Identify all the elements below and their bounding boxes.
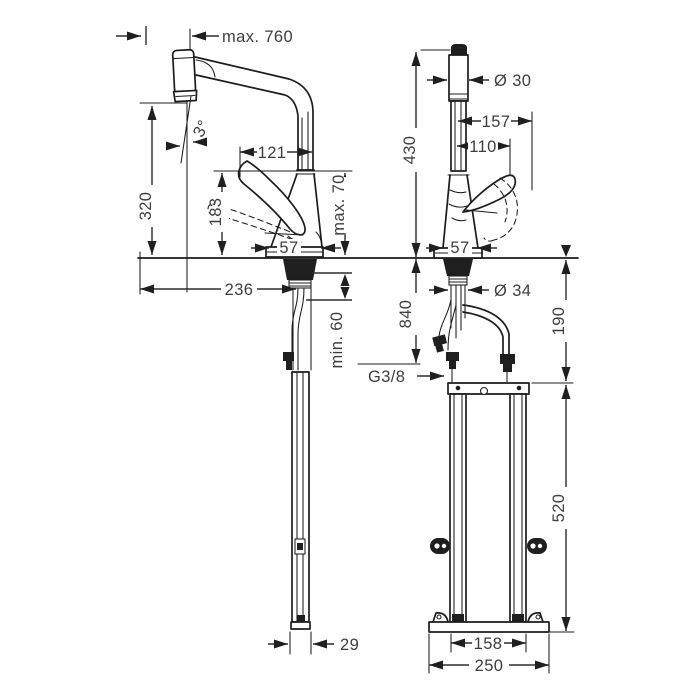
- supply-hoses: [432, 299, 459, 384]
- label-handle-swing: 110: [469, 138, 497, 156]
- dim-rail-spacing: 158: [450, 633, 527, 653]
- dim-outlet-height: 320: [137, 102, 188, 255]
- label-handle-tip-height: 183: [207, 198, 225, 227]
- label-body-width-side: 57: [279, 239, 298, 257]
- dim-rail-height: 520: [549, 385, 575, 633]
- dim-clearance-below: 190: [531, 245, 574, 384]
- pullout-spray-head: [171, 48, 198, 103]
- label-reach: 236: [225, 281, 254, 299]
- rail-clip-right: [527, 538, 547, 554]
- side-view-drawing: max. 760 3° 320 121 1: [116, 26, 359, 655]
- handle-side: [237, 160, 306, 236]
- dim-connection-thread: G3/8: [368, 368, 444, 386]
- label-max-pullout: max. 760: [222, 28, 293, 46]
- front-view-drawing: Ø 30 157 110 430 57: [357, 44, 575, 675]
- label-outlet-height: 320: [137, 192, 155, 221]
- dim-handle-overhang: max. 70: [330, 173, 352, 255]
- pullout-hose-loop: [462, 304, 515, 384]
- label-hose-length: 840: [397, 300, 415, 329]
- label-handle-overhang: max. 70: [330, 174, 348, 236]
- handle-front-dashed: [483, 177, 518, 242]
- mounting-bracket: [428, 382, 550, 633]
- spout-column-front: [447, 44, 470, 176]
- dim-baseplate-width: 250: [428, 633, 550, 675]
- label-shank-diameter: Ø 34: [494, 282, 531, 300]
- dim-reach: 236: [139, 251, 296, 299]
- dim-shank-diameter: Ø 34: [429, 282, 531, 300]
- dim-spout-diameter: Ø 30: [427, 72, 531, 90]
- label-rail-spacing: 158: [474, 635, 503, 653]
- label-handle-swing-max: 157: [482, 113, 511, 131]
- dim-body-width-side: 57: [251, 239, 341, 257]
- dim-spout-pullout: max. 760: [116, 26, 293, 50]
- shank-front: [443, 259, 473, 339]
- label-spray-angle: 3°: [190, 117, 214, 140]
- dim-spray-angle: 3°: [166, 95, 214, 293]
- head-joint: [195, 59, 216, 78]
- label-min-clearance: min. 60: [328, 312, 346, 369]
- spout-arm: [194, 56, 316, 175]
- label-baseplate-width: 250: [475, 657, 504, 675]
- dim-spout-offset: 121: [239, 144, 312, 178]
- dim-total-height: 430: [401, 49, 451, 257]
- dim-rail-width: 29: [268, 631, 359, 655]
- label-rail-height: 520: [550, 494, 568, 523]
- dim-handle-swing-max: 157: [458, 111, 533, 191]
- dim-handle-tip-height: 183: [207, 170, 353, 255]
- label-body-width-front: 57: [450, 239, 469, 257]
- dim-body-width-front: 57: [426, 239, 497, 257]
- handle-front: [462, 174, 517, 214]
- base-plate: [428, 621, 550, 633]
- dim-min-clearance: min. 60: [306, 272, 352, 369]
- label-clearance-below: 190: [550, 307, 568, 336]
- label-spout-offset: 121: [258, 144, 287, 162]
- dim-hose-length: 840: [357, 259, 421, 365]
- label-connection-thread: G3/8: [368, 368, 405, 386]
- dim-handle-swing: 110: [457, 138, 511, 175]
- mounting-rail-side: [290, 371, 311, 630]
- label-spout-diameter: Ø 30: [494, 72, 531, 90]
- rail-clip-left: [430, 538, 450, 554]
- label-rail-width: 29: [340, 636, 359, 654]
- label-total-height: 430: [401, 136, 419, 165]
- shank-side: [283, 259, 317, 371]
